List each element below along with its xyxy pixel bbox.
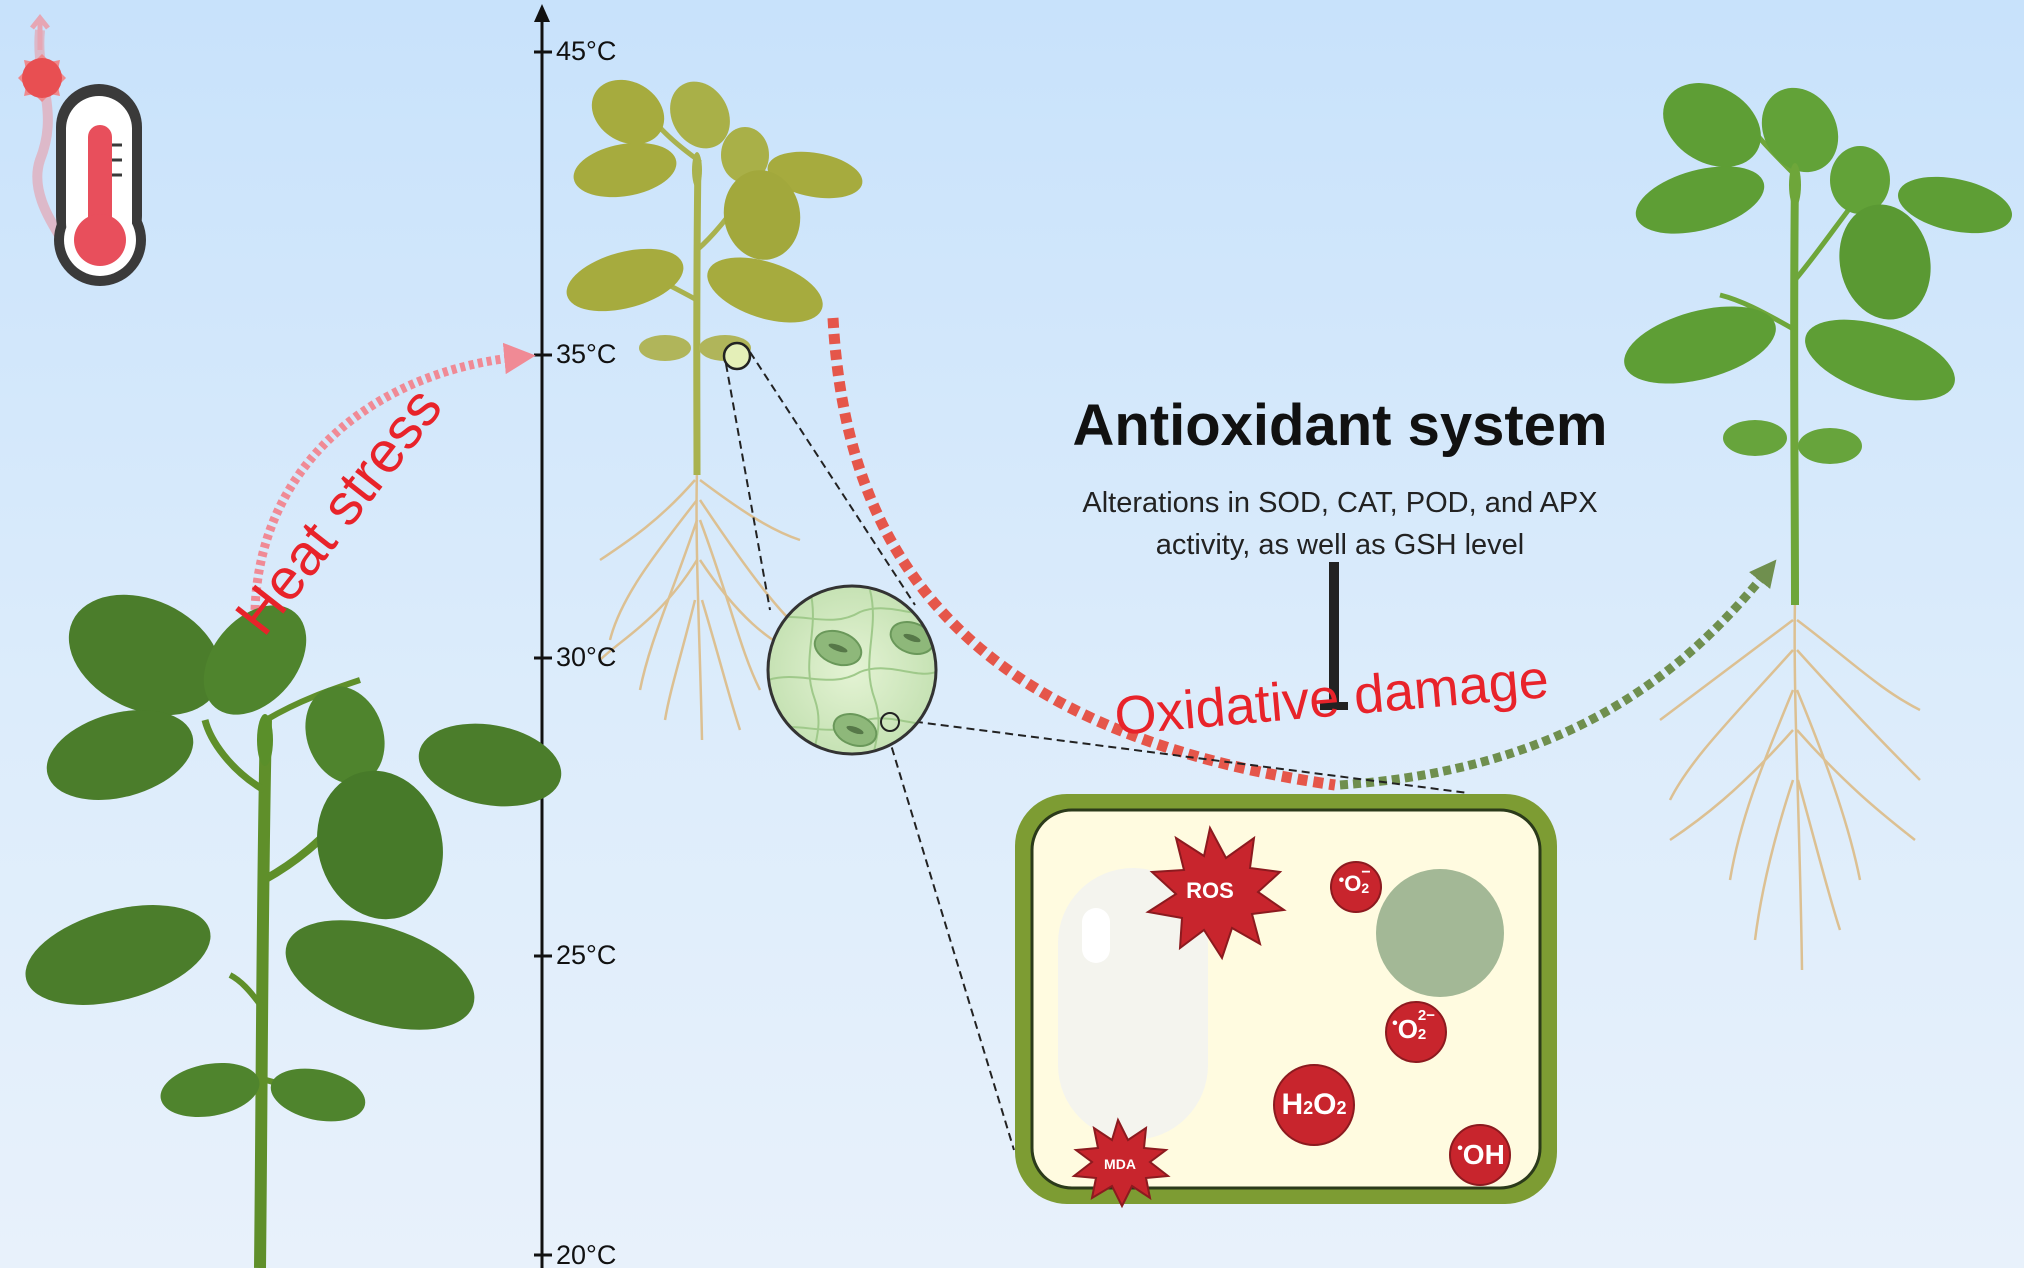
- hydroxyl-oh: OH: [1462, 1139, 1505, 1170]
- ros-label: ROS: [1186, 878, 1234, 903]
- peroxide-o: O: [1397, 1014, 1418, 1044]
- superoxide-o: O: [1344, 871, 1362, 896]
- peroxide-circle: [1385, 1001, 1447, 1063]
- antioxidant-description: Alterations in SOD, CAT, POD, and APX ac…: [1060, 482, 1620, 566]
- radical-dot-3: •: [1457, 1140, 1463, 1157]
- tick-label-45: 45°C: [556, 36, 617, 66]
- tick-label-25: 25°C: [556, 940, 617, 970]
- superoxide-label: •O−2: [1331, 865, 1381, 897]
- mda-label: MDA: [1104, 1156, 1136, 1172]
- inhibition-symbol: [1320, 562, 1348, 710]
- radical-dot-2: •: [1392, 1015, 1398, 1032]
- h2o2-o: O: [1313, 1088, 1337, 1121]
- zoom-guides: [722, 341, 1469, 1151]
- superoxide-charge: −: [1361, 864, 1371, 882]
- oxidative-damage-arrow: [827, 317, 1336, 791]
- heat-stress-arrow: [250, 342, 536, 611]
- superoxide-sub: 2: [1361, 880, 1370, 897]
- peroxide-charge: 2−: [1417, 1007, 1436, 1025]
- radical-dot: •: [1338, 872, 1345, 889]
- recovery-arrow: [1339, 559, 1777, 790]
- antioxidant-description-line1: Alterations in SOD, CAT, POD, and APX: [1082, 487, 1598, 519]
- thermometer-icon: [32, 29, 146, 286]
- h2o2-sub2: 2: [1336, 1098, 1347, 1118]
- antioxidant-description-line2: activity, as well as GSH level: [1155, 529, 1525, 562]
- recovered-plant-right: [1624, 83, 2012, 971]
- leaf-tissue-lens: [766, 584, 938, 756]
- nucleus: [1376, 869, 1504, 997]
- plant-cell: [1015, 794, 1557, 1209]
- superoxide-circle: [1330, 861, 1382, 913]
- stressed-plant-middle: [566, 79, 863, 741]
- peroxide-sub: 2: [1417, 1026, 1427, 1044]
- tick-label-30: 30°C: [556, 642, 617, 672]
- h2o2-sub1: 2: [1303, 1098, 1314, 1118]
- ros-burst: [1145, 825, 1287, 961]
- healthy-plant-left: [25, 594, 562, 1268]
- h2o2-circle: [1273, 1064, 1355, 1146]
- mda-burst: [1071, 1117, 1171, 1209]
- h2o2-h: H: [1281, 1088, 1304, 1121]
- antioxidant-title: Antioxidant system: [1072, 393, 1608, 458]
- hydroxyl-circle: [1449, 1124, 1511, 1186]
- hydroxyl-label: •OH: [1448, 1141, 1514, 1169]
- h2o2-label: H2O2: [1274, 1090, 1354, 1120]
- leaf-selection-circle: [722, 341, 752, 371]
- tick-label-20: 20°C: [556, 1240, 617, 1268]
- temperature-axis: [534, 4, 552, 1268]
- sun-icon: [18, 13, 66, 102]
- tick-label-35: 35°C: [556, 339, 617, 369]
